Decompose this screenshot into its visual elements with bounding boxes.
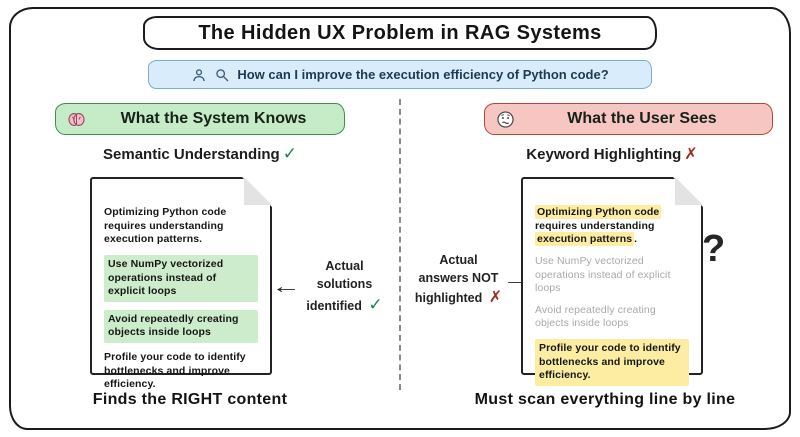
user-sees-label: What the User Sees	[567, 110, 717, 127]
query-box: How can I improve the execution efficien…	[148, 60, 652, 89]
search-icon	[214, 67, 230, 83]
left-caption: Finds the RIGHT content	[92, 391, 288, 408]
left-annotation: ← Actual solutions identified ✓	[271, 258, 390, 317]
highlighted-keyword: execution patterns	[535, 232, 635, 247]
doc-line: Optimizing Python code requires understa…	[535, 205, 662, 247]
doc-line-unhighlighted: Use NumPy vectorized operations instead …	[535, 254, 671, 295]
left-subtitle-text: Semantic Understanding	[103, 146, 280, 163]
doc-line-highlighted-yellow: Profile your code to identify bottleneck…	[535, 339, 689, 387]
right-annotation: Actual answers NOT highlighted ✗ →	[413, 252, 532, 309]
right-caption: Must scan everything line by line	[474, 391, 736, 408]
left-document: Optimizing Python code requires understa…	[90, 177, 272, 390]
left-arrow-icon: ←	[271, 275, 301, 298]
question-mark: ?	[702, 228, 726, 270]
check-icon: ✓	[368, 295, 383, 314]
doc-line-highlighted-green: Use NumPy vectorized operations instead …	[104, 254, 258, 302]
outer-frame	[9, 7, 791, 430]
right-subtitle-text: Keyword Highlighting	[526, 146, 682, 163]
highlighted-keyword: Optimizing Python code	[535, 205, 662, 219]
right-document: Optimizing Python code requires understa…	[521, 177, 703, 387]
brain-icon	[66, 109, 87, 130]
user-sees-badge: What the User Sees	[484, 103, 773, 135]
page-fold-icon	[244, 177, 272, 205]
right-annotation-text: Actual answers NOT highlighted ✗	[414, 253, 503, 306]
column-divider	[399, 99, 401, 390]
left-annotation-text: Actual solutions identified ✓	[306, 259, 383, 314]
page-fold-icon	[675, 177, 703, 205]
cross-icon: ✗	[488, 289, 503, 306]
page-title: The Hidden UX Problem in RAG Systems	[198, 21, 602, 44]
doc-line-unhighlighted: Avoid repeatedly creating objects inside…	[535, 303, 656, 330]
query-text: How can I improve the execution efficien…	[237, 67, 609, 82]
left-subtitle: Semantic Understanding✓	[60, 144, 340, 164]
doc-line: Optimizing Python code requires understa…	[104, 206, 227, 246]
cross-icon: ✗	[684, 146, 698, 163]
right-subtitle: Keyword Highlighting✗	[472, 144, 752, 164]
check-icon: ✓	[282, 144, 297, 163]
doc-line: Profile your code to identify bottleneck…	[104, 351, 246, 391]
user-icon	[191, 67, 207, 83]
doc-line-highlighted-green: Avoid repeatedly creating objects inside…	[104, 309, 258, 344]
title-box: The Hidden UX Problem in RAG Systems	[143, 16, 657, 50]
confused-face-icon	[495, 109, 516, 130]
system-knows-badge: What the System Knows	[55, 103, 345, 135]
system-knows-label: What the System Knows	[120, 110, 307, 127]
